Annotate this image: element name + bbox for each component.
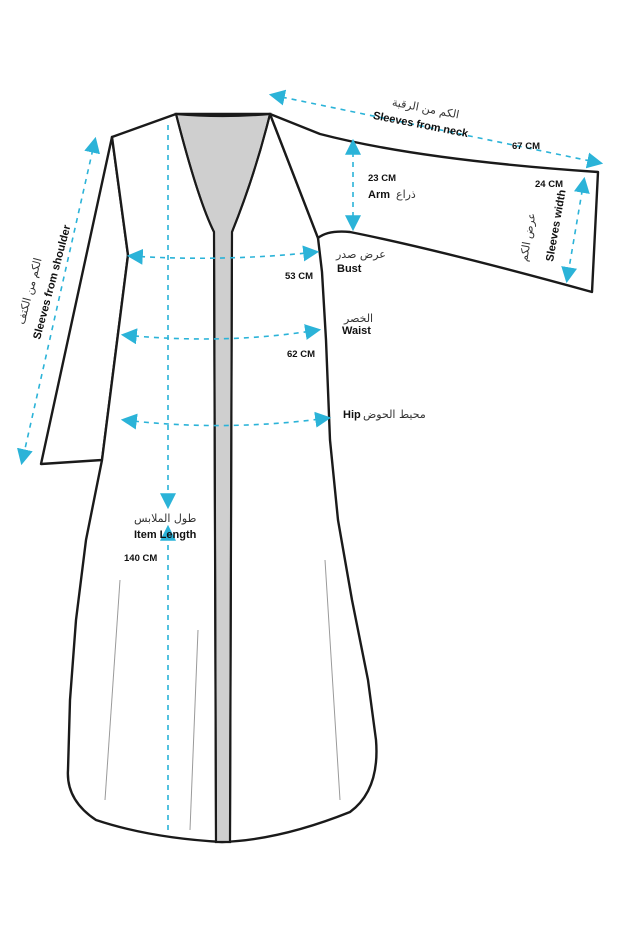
- waist-value: 62 CM: [287, 349, 315, 360]
- bust-value: 53 CM: [285, 271, 313, 282]
- fold-line: [104, 579, 121, 801]
- item-length-ar: طول الملابس: [134, 512, 197, 525]
- sleeves-width-value: 24 CM: [535, 179, 563, 190]
- hip-line: [120, 411, 332, 430]
- arm-en: Arm: [368, 189, 390, 201]
- bust-en: Bust: [337, 263, 362, 275]
- placket-left-edge: [175, 113, 217, 843]
- waist-ar: الخصر: [343, 312, 373, 325]
- arm-ar: ذراع: [396, 188, 416, 201]
- hip-en: Hip: [343, 409, 361, 421]
- sleeves-width-line: [561, 176, 590, 284]
- bust-line: [126, 245, 320, 265]
- waist-line: [120, 324, 322, 345]
- item-length-value: 140 CM: [124, 553, 157, 564]
- hip-ar: محيط الحوض: [363, 408, 426, 421]
- arm-value: 23 CM: [368, 173, 396, 184]
- waist-en: Waist: [342, 325, 371, 337]
- sleeves-from-neck-value: 67 CM: [512, 141, 540, 152]
- placket-right-edge: [229, 113, 271, 843]
- bust-ar: عرض صدر: [335, 248, 386, 261]
- item-length-en: Item Length: [134, 529, 197, 541]
- fold-line: [189, 629, 199, 831]
- fold-line: [324, 559, 341, 801]
